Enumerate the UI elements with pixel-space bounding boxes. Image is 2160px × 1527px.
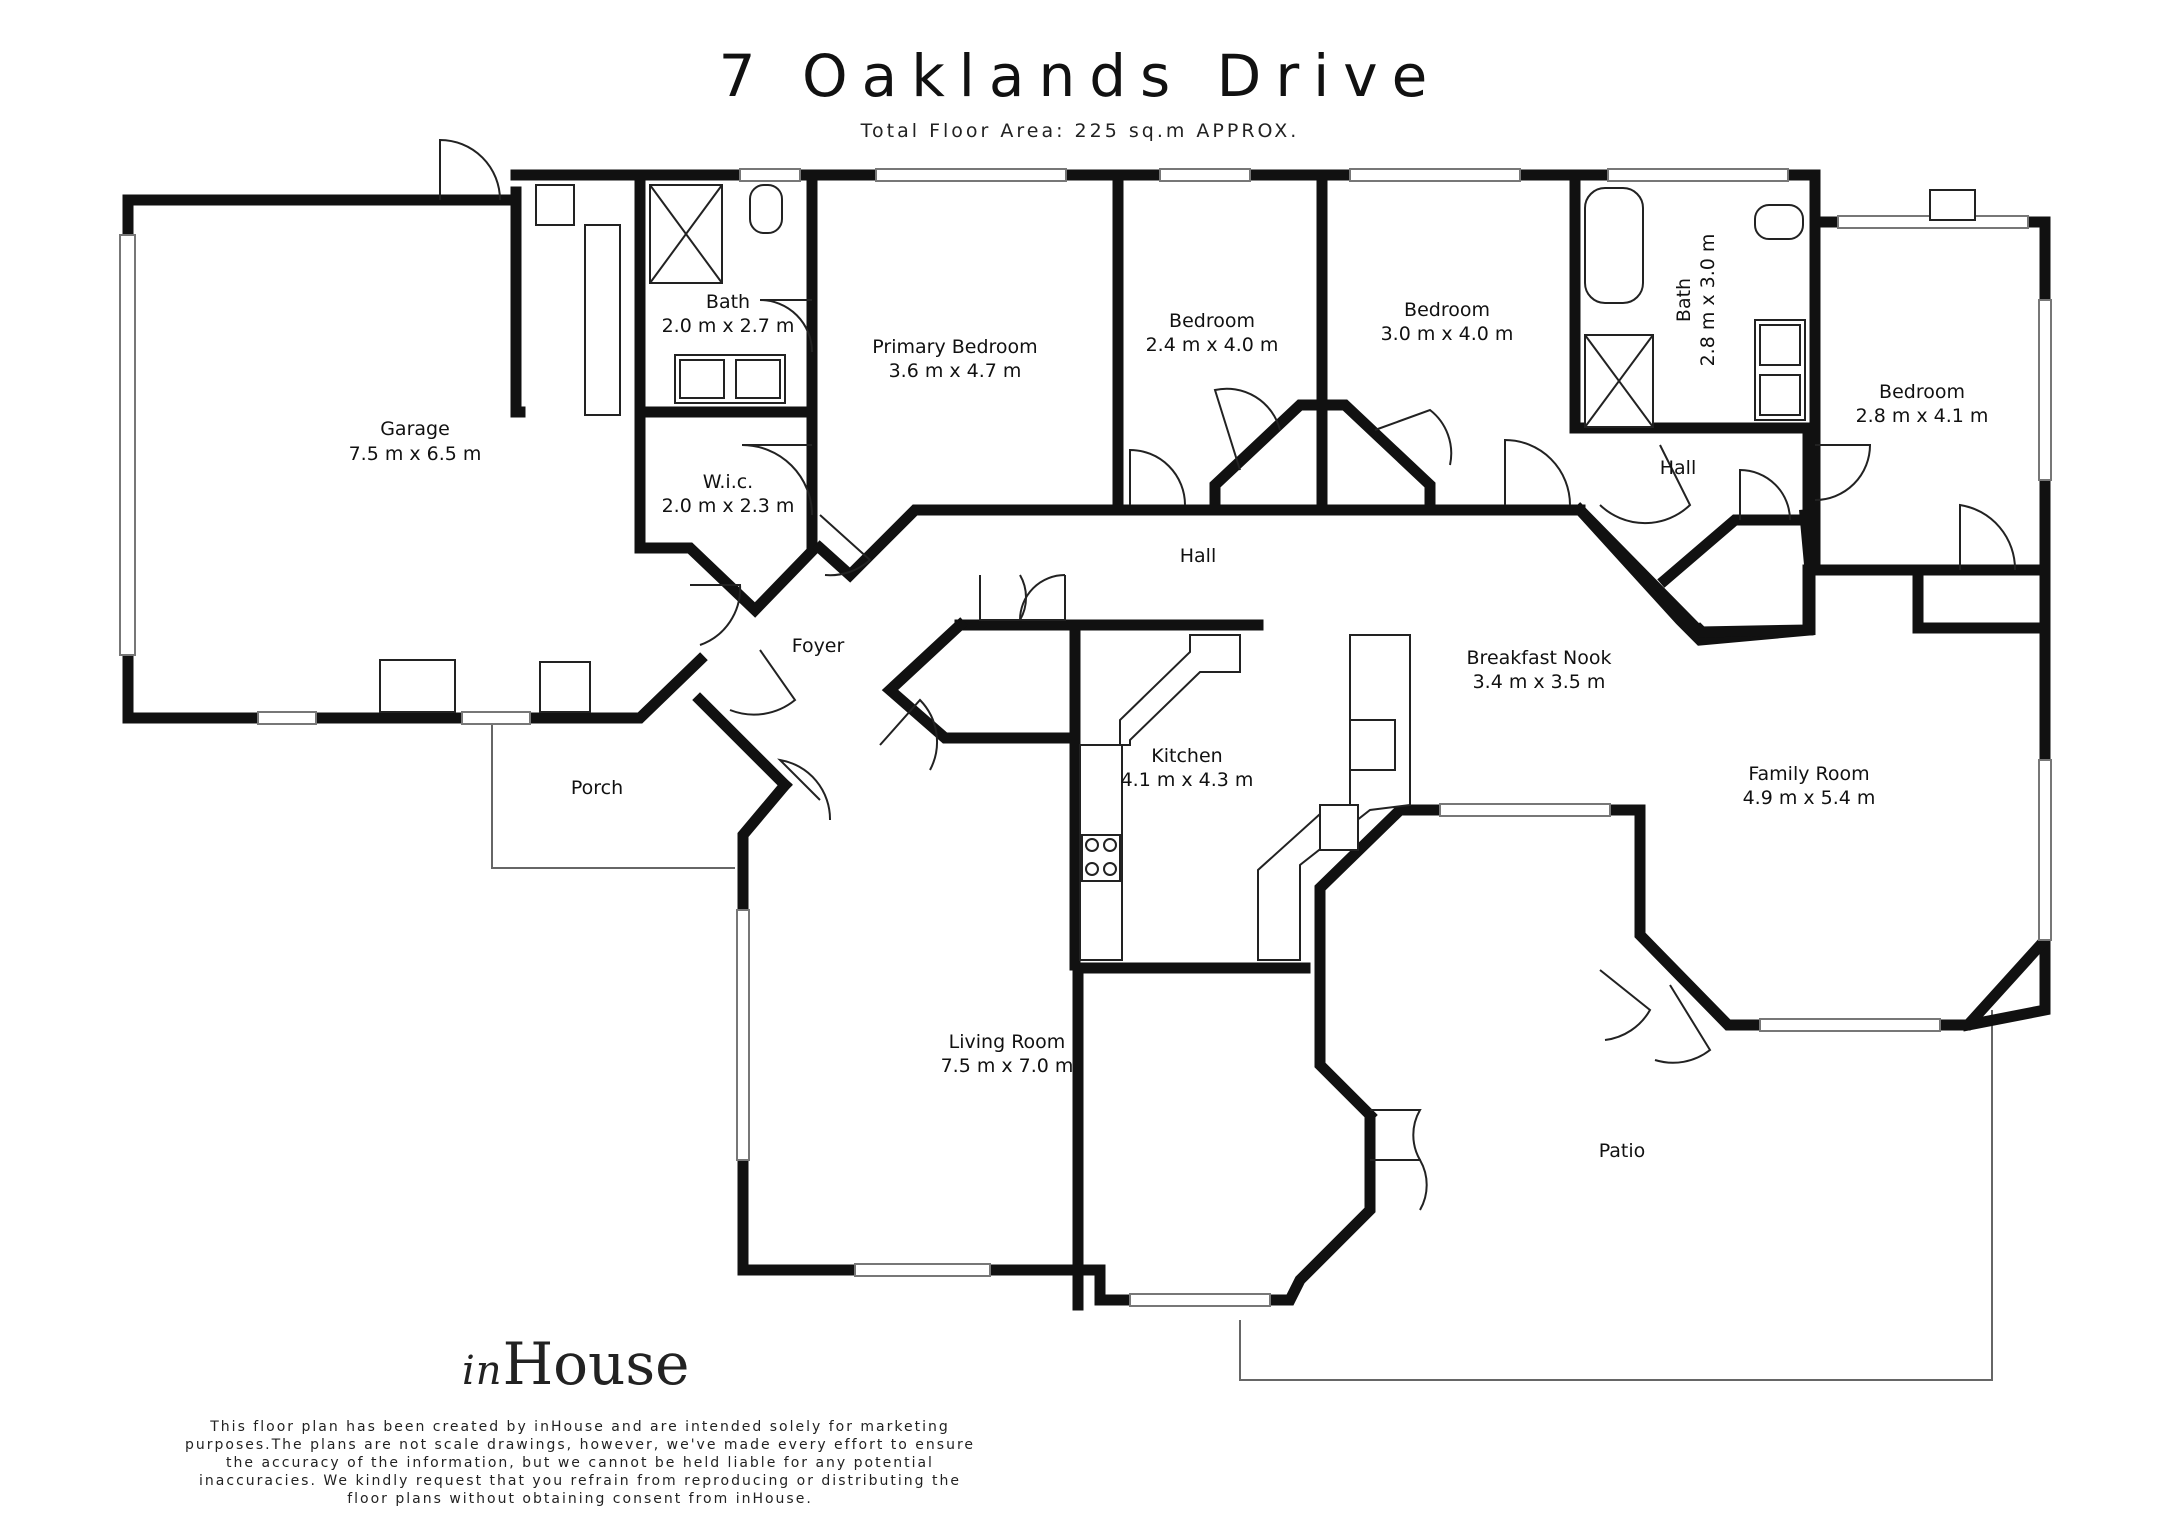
hall1-label: Hall xyxy=(1180,545,1217,567)
family-room-label: Family Room xyxy=(1748,763,1869,785)
garage-cabinet-1 xyxy=(379,659,456,713)
fixtures xyxy=(379,184,1976,961)
bath2-label: Bath xyxy=(1673,278,1695,322)
bath2-size: 2.8 m x 3.0 m xyxy=(1697,234,1719,367)
wic-label: W.i.c. xyxy=(703,471,753,493)
disclaimer-line: This floor plan has been created by inHo… xyxy=(210,1419,950,1435)
disclaimer: This floor plan has been created by inHo… xyxy=(140,1418,1020,1508)
kitchen-size: 4.1 m x 4.3 m xyxy=(1121,769,1254,791)
breakfast-counter xyxy=(1349,719,1396,771)
doors xyxy=(439,138,2017,1211)
living-room-label: Living Room xyxy=(949,1031,1066,1053)
disclaimer-line: inaccuracies. We kindly request that you… xyxy=(199,1473,961,1489)
bedroom3-label: Bedroom xyxy=(1404,299,1490,321)
bathtub xyxy=(1584,187,1644,304)
bedroom2-label: Bedroom xyxy=(1169,310,1255,332)
garage-label: Garage xyxy=(380,418,450,440)
bath1-label: Bath xyxy=(706,291,750,313)
total-floor-area: Total Floor Area: 225 sq.m APPROX. xyxy=(860,120,1300,142)
breakfast-nook-label: Breakfast Nook xyxy=(1467,647,1612,669)
breakfast-nook-size: 3.4 m x 3.5 m xyxy=(1473,671,1606,693)
living-room-size: 7.5 m x 7.0 m xyxy=(941,1055,1074,1077)
bedroom4-label: Bedroom xyxy=(1879,381,1965,403)
disclaimer-line: the accuracy of the information, but we … xyxy=(226,1455,934,1471)
porch-label: Porch xyxy=(571,777,623,799)
family-room-size: 4.9 m x 5.4 m xyxy=(1743,787,1876,809)
room-labels: Garage 7.5 m x 6.5 m Bath 2.0 m x 2.7 m … xyxy=(349,234,1989,1162)
toilet-2 xyxy=(1754,204,1804,240)
primary-bedroom-size: 3.6 m x 4.7 m xyxy=(889,360,1022,382)
logo-prefix: in xyxy=(462,1348,503,1394)
bedroom2-size: 2.4 m x 4.0 m xyxy=(1146,334,1279,356)
bath1-size: 2.0 m x 2.7 m xyxy=(662,315,795,337)
kitchen-island xyxy=(1257,634,1411,961)
foyer-label: Foyer xyxy=(792,635,845,657)
garage-size: 7.5 m x 6.5 m xyxy=(349,443,482,465)
outdoor-outlines xyxy=(491,720,1993,1381)
patio-label: Patio xyxy=(1599,1140,1646,1162)
bedroom3-size: 3.0 m x 4.0 m xyxy=(1381,323,1514,345)
inhouse-logo: inHouse xyxy=(462,1330,690,1398)
logo-brand: House xyxy=(502,1330,690,1398)
bedroom4-size: 2.8 m x 4.1 m xyxy=(1856,405,1989,427)
primary-bedroom-label: Primary Bedroom xyxy=(872,336,1037,358)
windows xyxy=(119,168,2052,1307)
kitchen-bench-top xyxy=(1119,634,1241,746)
garage-sink xyxy=(535,184,575,226)
wic-size: 2.0 m x 2.3 m xyxy=(662,495,795,517)
kitchen-label: Kitchen xyxy=(1151,745,1222,767)
toilet-1 xyxy=(749,184,783,234)
disclaimer-line: floor plans without obtaining consent fr… xyxy=(347,1491,813,1507)
garage-cabinet-2 xyxy=(539,661,591,713)
plan-title: 7 Oaklands Drive xyxy=(718,42,1442,110)
disclaimer-line: purposes.The plans are not scale drawing… xyxy=(184,1437,976,1453)
hall2-label: Hall xyxy=(1660,457,1697,479)
laundry-counter xyxy=(584,224,621,416)
kitchen-sink xyxy=(1319,804,1359,851)
